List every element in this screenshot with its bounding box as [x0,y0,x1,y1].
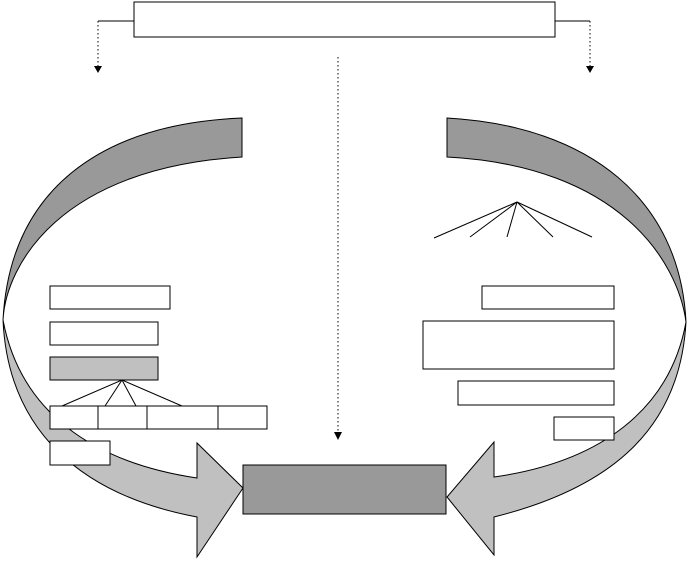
right-box-1 [481,285,615,310]
left-fan-lines [61,379,183,407]
top-right-arrow-head [586,66,594,73]
left-box-2 [49,321,159,346]
left-box-small [49,440,111,466]
left-cycle-arrow [2,319,244,559]
left-row-box-2 [97,405,148,430]
top-left-arrow-head [94,66,102,73]
right-cycle-arrow [446,321,687,557]
left-row-box-4 [217,405,268,430]
right-box-4-small [553,416,615,441]
top-box [133,1,556,38]
left-row-box-1 [49,405,99,430]
left-box-3-gray [49,356,159,381]
left-row-box-3 [146,405,219,430]
right-box-3 [457,380,615,406]
center-result-box [242,464,447,515]
right-fan-lines [433,201,593,239]
center-arrow-head [334,432,342,440]
left-box-1 [49,285,171,310]
right-box-2-tall [422,320,615,370]
